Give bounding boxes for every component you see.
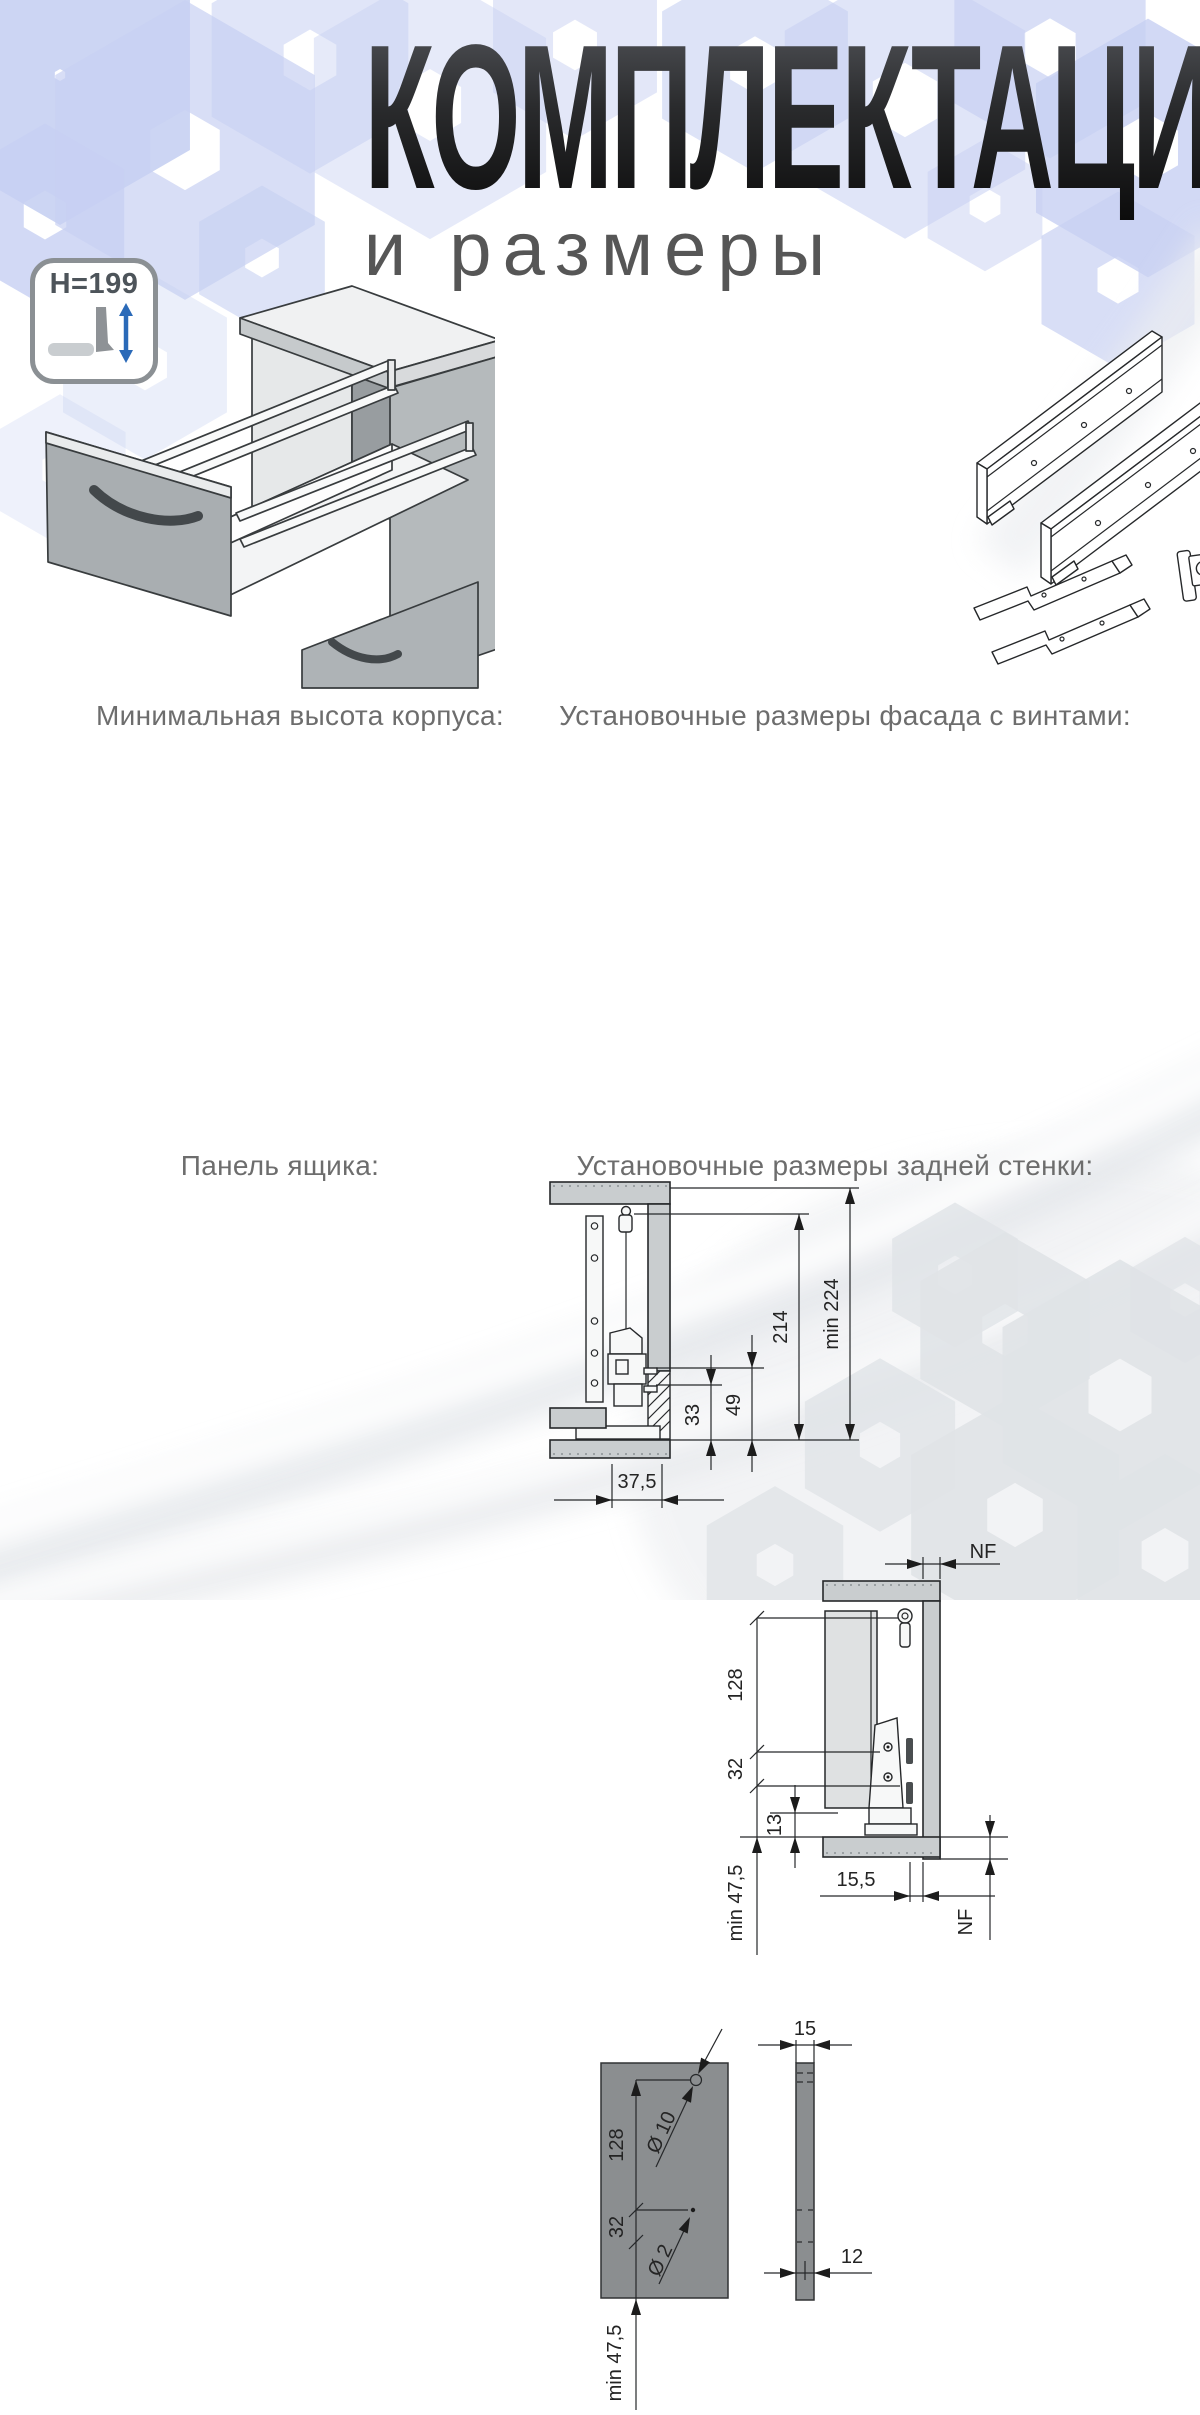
dim-nf-top: NF	[970, 1541, 997, 1563]
dim-min475: min 47,5	[725, 1865, 747, 1942]
dimensions-side: 15 12	[758, 2018, 873, 2278]
min-height-drawing: 214 min 224 33 49 37,5	[549, 1181, 860, 1508]
dim-33: 33	[682, 1404, 704, 1426]
dim-214: 214	[770, 1310, 792, 1343]
facade-connectors	[1176, 549, 1200, 602]
heading-back-wall: Установочные размеры задней стенки:	[576, 1150, 1094, 1181]
heading-panel: Панель ящика:	[180, 1150, 380, 1181]
min-height-drawing	[110, 1165, 510, 1540]
dim-128: 128	[606, 2128, 628, 2161]
dim-min475: min 47,5	[604, 2325, 626, 2402]
height-badge: H=199	[30, 258, 158, 384]
panel-side-view	[795, 2062, 816, 2301]
drawer-height-icon	[48, 303, 133, 363]
drawer-side-panels	[976, 330, 1200, 586]
kit-parts-illustration: GTV MB	[973, 330, 1200, 665]
facade-drawing: NF 128 32 13 min 47,5 15,5 NF	[725, 1541, 1008, 1955]
drawer-cabinet-illustration	[45, 285, 501, 689]
hero: КОМПЛЕКТАЦИЯ и размеры	[0, 0, 1200, 288]
dim-13: 13	[764, 1814, 786, 1836]
dim-32: 32	[606, 2216, 628, 2238]
height-badge-label: H=199	[49, 268, 139, 300]
dim-37-5: 37,5	[618, 1471, 657, 1493]
heading-facade: Установочные размеры фасада с винтами:	[559, 700, 1131, 731]
dim-nf-bottom: NF	[955, 1909, 977, 1936]
heading-min-height: Минимальная высота корпуса:	[96, 700, 504, 731]
dim-12: 12	[841, 2246, 863, 2268]
panel-drawing: Ø 10 128 32 Ø 2 min 47,5 15 12	[600, 2018, 873, 2410]
page-title: КОМПЛЕКТАЦИЯ	[364, 14, 1200, 220]
dim-min224: min 224	[821, 1278, 843, 1349]
dim-15-5: 15,5	[837, 1869, 876, 1891]
lower-drawer-handle	[328, 638, 402, 664]
dim-128: 128	[725, 1668, 747, 1701]
dim-32: 32	[725, 1758, 747, 1780]
dim-49: 49	[723, 1394, 745, 1416]
dim-15: 15	[794, 2018, 816, 2040]
